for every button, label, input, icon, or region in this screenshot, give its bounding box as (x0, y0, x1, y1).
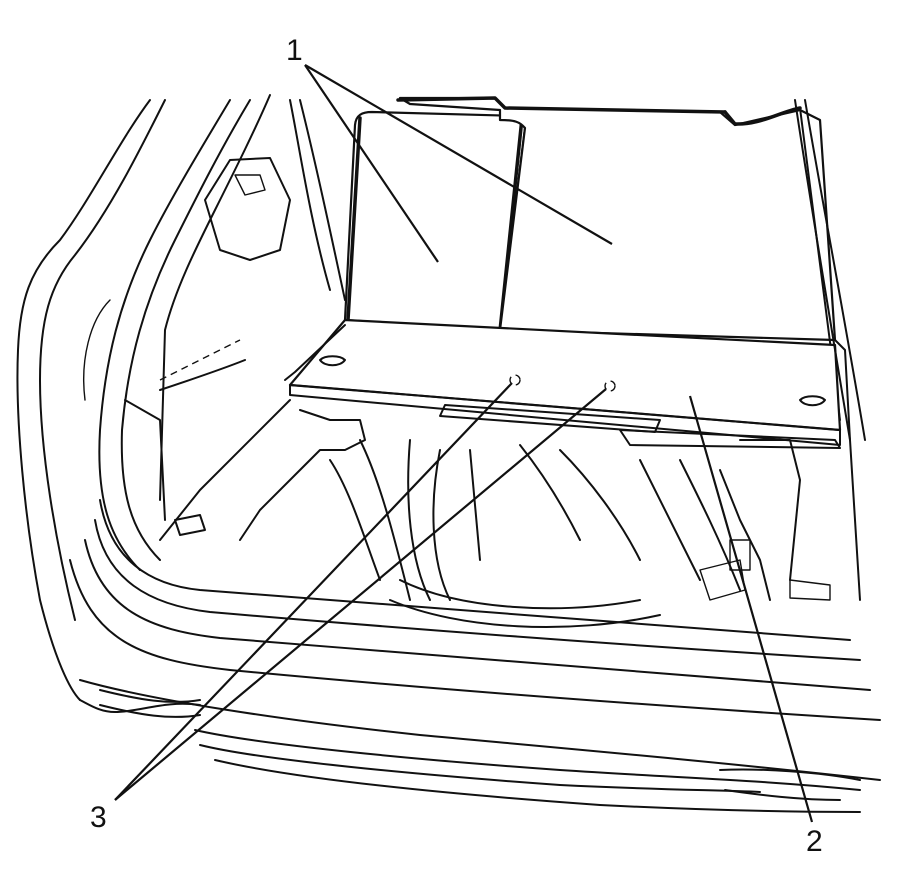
rear-seatback-right (396, 96, 841, 421)
rear-sill-bumper (69, 499, 881, 813)
left-quarter-panel (16, 99, 251, 713)
callout-2-leader (688, 395, 814, 823)
left-trim-panel (124, 94, 346, 521)
load-floor-panel (284, 318, 842, 449)
spare-tire-well (159, 399, 831, 628)
callout-3-leaders (114, 382, 607, 801)
right-trim-panel (794, 99, 866, 601)
rear-seatback-left (343, 110, 527, 352)
callout-label-1: 1 (286, 34, 303, 67)
callout-label-2: 2 (806, 825, 823, 858)
callout-1-leaders (304, 64, 613, 263)
callout-label-3: 3 (90, 801, 107, 834)
